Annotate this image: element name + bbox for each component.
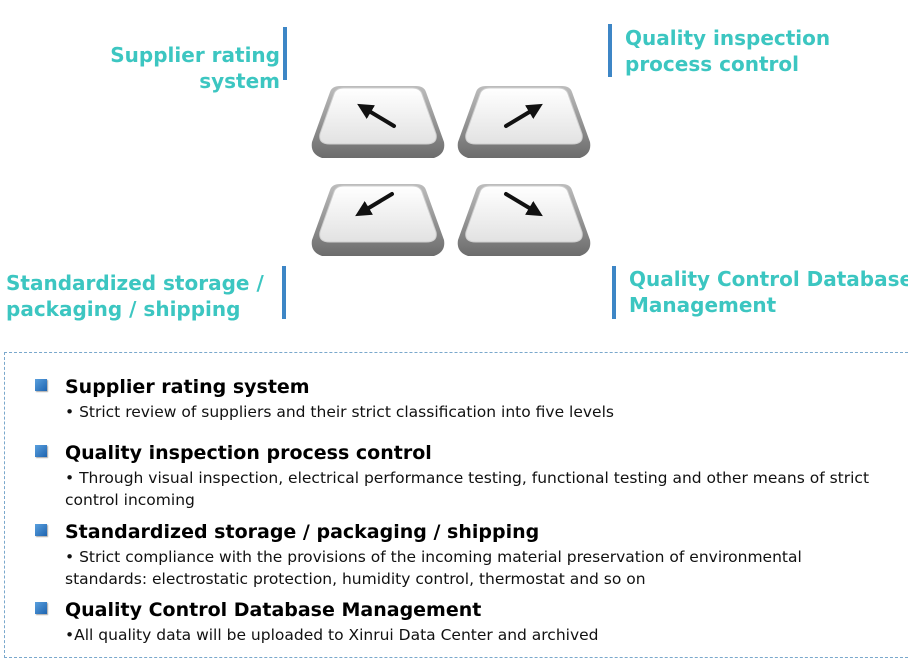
detail-item-title: Standardized storage / packaging / shipp… xyxy=(65,521,540,543)
square-bullet-icon xyxy=(35,602,47,614)
details-panel: Supplier rating system • Strict review o… xyxy=(4,352,908,658)
corner-label-top-left: Supplier rating system xyxy=(110,43,280,93)
detail-item-title: Supplier rating system xyxy=(65,376,310,398)
square-bullet-icon xyxy=(35,445,47,457)
detail-item-description: •All quality data will be uploaded to Xi… xyxy=(65,626,599,644)
detail-item-description: • Through visual inspection, electrical … xyxy=(65,469,870,509)
square-bullet-icon xyxy=(35,379,47,391)
detail-item-description: • Strict review of suppliers and their s… xyxy=(65,403,614,421)
divider-top-right xyxy=(608,24,612,77)
square-bullet-icon xyxy=(35,524,47,536)
corner-label-top-right: Quality inspection process control xyxy=(625,26,831,76)
detail-item-title: Quality Control Database Management xyxy=(65,599,482,621)
corner-label-bottom-right: Quality Control Database Management xyxy=(629,267,908,317)
arrow-up-right-icon xyxy=(504,103,543,128)
arrow-down-right-icon xyxy=(504,192,543,217)
detail-item-description: • Strict compliance with the provisions … xyxy=(65,548,802,588)
keyboard-keys-graphic xyxy=(311,86,591,256)
key-up-left xyxy=(311,86,445,158)
detail-item-title: Quality inspection process control xyxy=(65,442,432,464)
key-down-right xyxy=(457,184,591,256)
key-down-left xyxy=(311,184,445,256)
arrow-down-left-icon xyxy=(355,192,394,217)
divider-bottom-left xyxy=(282,266,286,319)
divider-bottom-right xyxy=(612,266,616,319)
arrow-up-left-icon xyxy=(357,103,396,128)
corner-label-bottom-left: Standardized storage / packaging / shipp… xyxy=(6,271,264,321)
key-up-right xyxy=(457,86,591,158)
divider-top-left xyxy=(283,27,287,80)
